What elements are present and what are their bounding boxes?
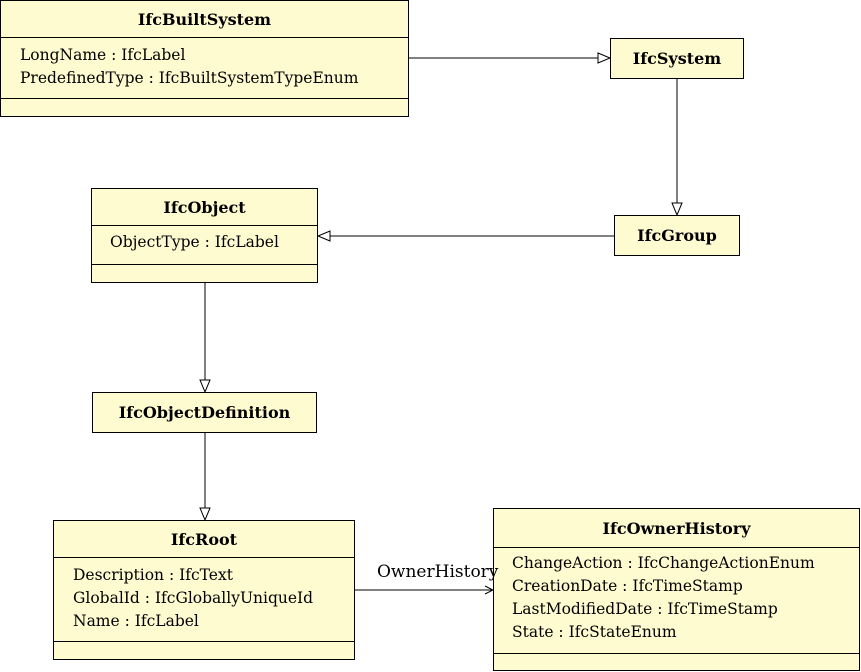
class-ifcobject[interactable]: IfcObject ObjectType : IfcLabel xyxy=(91,188,318,283)
class-name: IfcBuiltSystem xyxy=(1,1,408,38)
association-label-ownerhistory: OwnerHistory xyxy=(377,562,499,582)
attribute: CreationDate : IfcTimeStamp xyxy=(512,577,743,595)
class-name: IfcRoot xyxy=(54,521,354,558)
class-ifcroot[interactable]: IfcRoot Description : IfcText GlobalId :… xyxy=(53,520,355,660)
class-attributes: Description : IfcText GlobalId : IfcGlob… xyxy=(54,558,354,642)
attribute: Description : IfcText xyxy=(73,566,233,584)
class-attributes: ChangeAction : IfcChangeActionEnum Creat… xyxy=(494,548,859,654)
class-ifcsystem[interactable]: IfcSystem xyxy=(610,38,744,79)
class-attributes: LongName : IfcLabel PredefinedType : Ifc… xyxy=(1,38,408,99)
attribute: LongName : IfcLabel xyxy=(20,46,186,64)
attribute: LastModifiedDate : IfcTimeStamp xyxy=(512,600,778,618)
attribute: Name : IfcLabel xyxy=(73,612,199,630)
class-name: IfcGroup xyxy=(637,226,717,245)
class-name: IfcSystem xyxy=(632,49,722,68)
attribute: ChangeAction : IfcChangeActionEnum xyxy=(512,554,815,572)
class-name: IfcObjectDefinition xyxy=(118,403,291,422)
class-name: IfcObject xyxy=(92,189,317,226)
attribute: ObjectType : IfcLabel xyxy=(110,233,279,251)
class-attributes: ObjectType : IfcLabel xyxy=(92,226,317,265)
attribute: State : IfcStateEnum xyxy=(512,623,677,641)
attribute: GlobalId : IfcGloballyUniqueId xyxy=(73,589,314,607)
class-ifcownerhistory[interactable]: IfcOwnerHistory ChangeAction : IfcChange… xyxy=(493,508,860,671)
class-name: IfcOwnerHistory xyxy=(494,509,859,548)
class-ifcobjectdefinition[interactable]: IfcObjectDefinition xyxy=(92,392,317,433)
attribute: PredefinedType : IfcBuiltSystemTypeEnum xyxy=(20,69,359,87)
class-ifcgroup[interactable]: IfcGroup xyxy=(614,215,740,256)
class-ifcbuiltsystem[interactable]: IfcBuiltSystem LongName : IfcLabel Prede… xyxy=(0,0,409,117)
